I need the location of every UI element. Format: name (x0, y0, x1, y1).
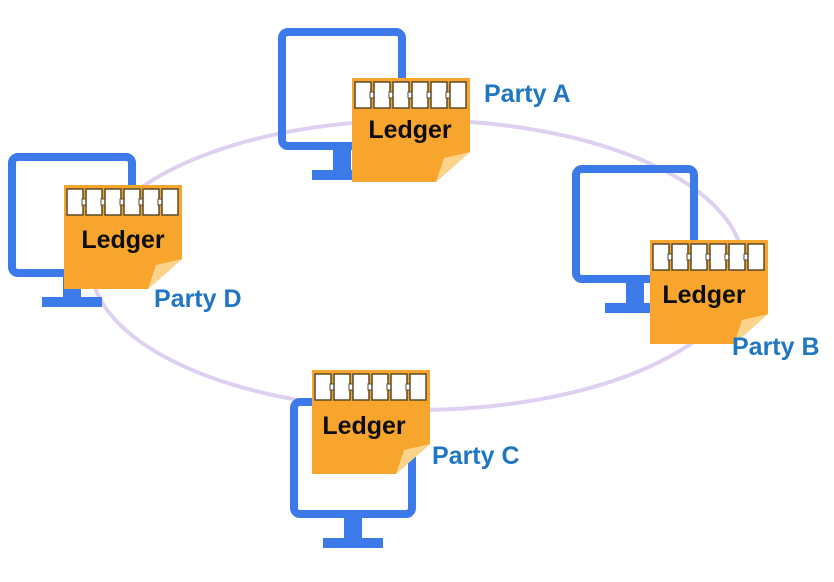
ledger-block-cell (85, 188, 103, 216)
party-a-graphic (278, 28, 470, 182)
party-c-node: Ledger Party C (290, 370, 520, 570)
ledger-block-cell (411, 81, 429, 109)
party-c-label: Party C (432, 442, 520, 470)
ledger-block-cell (392, 81, 410, 109)
party-c-graphic (290, 370, 430, 548)
monitor-base (605, 303, 665, 313)
ledger-block-cell (352, 373, 370, 401)
ledger-block-cell (709, 243, 727, 271)
ledger-block-cell (690, 243, 708, 271)
party-d-graphic (8, 153, 182, 307)
party-b-label: Party B (732, 333, 820, 361)
sticky-note-ledger-icon (650, 240, 768, 344)
monitor-base (312, 170, 372, 180)
ledger-block-cell (333, 373, 351, 401)
monitor-screen (572, 165, 698, 283)
ledger-block-cell (728, 243, 746, 271)
monitor-icon (572, 165, 698, 313)
sticky-note-ledger-icon (352, 78, 470, 182)
party-a-node: Ledger Party A (278, 28, 571, 228)
ledger-note-fold (734, 314, 768, 344)
ledger-block-cell (390, 373, 408, 401)
ledger-block-cell (104, 188, 122, 216)
monitor-neck (626, 281, 644, 305)
party-b-graphic (572, 165, 768, 344)
ledger-block-cell (671, 243, 689, 271)
party-a-label: Party A (484, 80, 571, 108)
ledger-block-cell (314, 373, 332, 401)
ledger-block-cell (123, 188, 141, 216)
ledger-block-cell (747, 243, 765, 271)
ledger-block-cell (161, 188, 179, 216)
sticky-note-ledger-icon (312, 370, 430, 474)
monitor-base (323, 538, 383, 548)
ledger-note-fold (148, 259, 182, 289)
ledger-block-cell (373, 81, 391, 109)
ledger-block-cell (449, 81, 467, 109)
monitor-neck (333, 148, 351, 172)
sticky-note-ledger-icon (64, 185, 182, 289)
party-b-node: Ledger Party B (572, 165, 820, 365)
ledger-block-cell (354, 81, 372, 109)
party-a-ledger-label: Ledger (368, 116, 452, 144)
ledger-block-cell (652, 243, 670, 271)
monitor-neck (344, 516, 362, 540)
ledger-block-cell (142, 188, 160, 216)
ledger-block-cell (371, 373, 389, 401)
party-d-node: Ledger Party D (8, 153, 242, 353)
ledger-note-fold (436, 152, 470, 182)
monitor-base (42, 297, 102, 307)
party-c-ledger-label: Ledger (322, 412, 406, 440)
party-d-ledger-label: Ledger (81, 226, 165, 254)
ledger-block-cell (430, 81, 448, 109)
party-d-label: Party D (154, 285, 242, 313)
ledger-block-cell (66, 188, 84, 216)
party-b-ledger-label: Ledger (662, 281, 746, 309)
ledger-note-fold (396, 444, 430, 474)
ledger-block-cell (409, 373, 427, 401)
